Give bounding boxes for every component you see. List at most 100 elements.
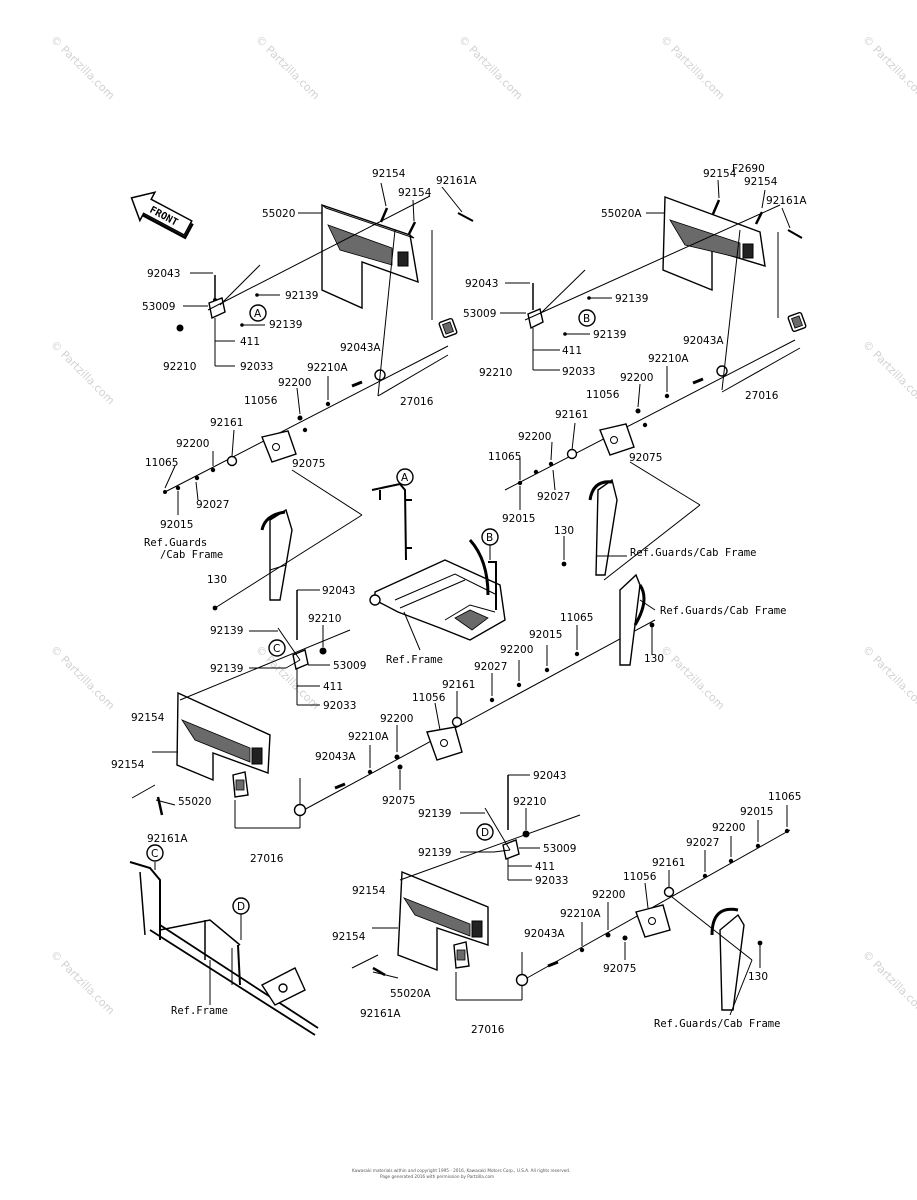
part-label: 92027: [537, 491, 570, 503]
ref-frame-label: Ref.Frame: [171, 1005, 228, 1017]
part-label: 27016: [400, 396, 434, 408]
part-label: 92033: [323, 700, 356, 712]
part-label: 92200: [278, 377, 311, 389]
callout-a: A: [254, 308, 262, 320]
watermark: © Partzilla.com: [253, 643, 322, 712]
part-label: 92200: [380, 713, 413, 725]
labels-top-right: 92154 92154 92161A 55020A 92043 92139 53…: [463, 168, 807, 559]
part-label: 27016: [250, 853, 284, 865]
part-label: 411: [323, 681, 343, 693]
part-label: 55020: [178, 796, 211, 808]
part-label: 92015: [740, 806, 773, 818]
part-label: 92043: [322, 585, 355, 597]
assembly-middle-left: [131, 573, 656, 829]
watermark: © Partzilla.com: [48, 948, 117, 1017]
callout-b: B: [486, 532, 493, 544]
part-label: 92161: [210, 417, 243, 429]
mirror-shading: [402, 897, 471, 937]
part-label: 92043: [465, 278, 498, 290]
part-label: 11056: [586, 389, 620, 401]
callout-a: A: [401, 472, 409, 484]
assembly-bottom-right: [351, 774, 791, 1016]
part-label: 92210A: [307, 362, 348, 374]
labels-middle-left: 92043 92210 92139 53009 92139 411 92033 …: [111, 585, 786, 865]
part-label: 92075: [629, 452, 662, 464]
part-label: 92139: [418, 808, 451, 820]
part-label: 92139: [285, 290, 318, 302]
watermark: © Partzilla.com: [860, 948, 917, 1017]
part-label: 92033: [562, 366, 595, 378]
part-label: 11056: [244, 395, 278, 407]
part-label: 92210A: [648, 353, 689, 365]
part-label: 92043A: [524, 928, 565, 940]
part-label: 92043: [533, 770, 566, 782]
mirror-housing: [176, 691, 271, 782]
part-label: 92015: [529, 629, 562, 641]
part-label: 53009: [543, 843, 576, 855]
mirror-shading: [327, 224, 393, 266]
part-label: 11065: [488, 451, 521, 463]
part-label: 130: [207, 574, 227, 586]
callout-d: D: [237, 901, 245, 913]
part-label: 92200: [500, 644, 533, 656]
assembly-top-left: [163, 182, 474, 611]
part-label: 92154: [703, 168, 737, 180]
part-label: 55020: [262, 208, 295, 220]
watermark: © Partzilla.com: [456, 33, 525, 102]
front-arrow: FRONT: [130, 191, 194, 240]
part-label: 92161: [652, 857, 685, 869]
part-label: 92210A: [348, 731, 389, 743]
part-label: 92161A: [436, 175, 477, 187]
part-label: 92043A: [340, 342, 381, 354]
part-label: 92154: [744, 176, 778, 188]
callout-c: C: [151, 848, 158, 860]
part-label: 92154: [352, 885, 386, 897]
part-label: 92154: [111, 759, 145, 771]
callout-d: D: [481, 827, 489, 839]
part-label: 27016: [745, 390, 779, 402]
part-label: 11065: [768, 791, 801, 803]
part-label: 130: [748, 971, 768, 983]
part-label: 92154: [131, 712, 165, 724]
mirror-shading: [180, 719, 251, 763]
watermark: © Partzilla.com: [48, 338, 117, 407]
center-frame: A B Ref.Frame: [369, 468, 506, 666]
part-label: 92161A: [147, 833, 188, 845]
part-label: 27016: [471, 1024, 505, 1036]
part-label: 92043A: [315, 751, 356, 763]
part-label: 130: [554, 525, 574, 537]
part-label: 92075: [603, 963, 636, 975]
part-label: 53009: [333, 660, 366, 672]
part-label: 92200: [712, 822, 745, 834]
part-label: 55020A: [601, 208, 642, 220]
ref-guards-cab-frame-label: Ref.Guards/Cab Frame: [660, 605, 786, 617]
part-label: 92154: [332, 931, 366, 943]
part-label: 92154: [398, 187, 432, 199]
ref-guards-cab-frame-label: Ref.Guards/Cab Frame: [630, 547, 756, 559]
part-label: 411: [562, 345, 582, 357]
part-label: 92027: [686, 837, 719, 849]
part-label: 92200: [518, 431, 551, 443]
part-label: 92015: [502, 513, 535, 525]
watermark: © Partzilla.com: [658, 33, 727, 102]
bottom-left-frame: C D Ref.Frame: [129, 844, 319, 1036]
part-label: 92161A: [360, 1008, 401, 1020]
watermark: © Partzilla.com: [48, 33, 117, 102]
part-label: 92210: [513, 796, 546, 808]
callout-b: B: [583, 313, 590, 325]
part-label: 92210: [163, 361, 196, 373]
footer-line-2: Page generated 2016 with permission by P…: [380, 1174, 494, 1179]
part-label: 92210: [308, 613, 341, 625]
part-label: 411: [535, 861, 555, 873]
part-label: 92210A: [560, 908, 601, 920]
part-label: 92043: [147, 268, 180, 280]
part-label: 92015: [160, 519, 193, 531]
watermark: © Partzilla.com: [658, 643, 727, 712]
labels-bottom-right: 92043 92210 92139 53009 92139 411 92033 …: [332, 770, 801, 1036]
part-label: 92200: [592, 889, 625, 901]
part-label: 92033: [535, 875, 568, 887]
figure-id: F2690: [732, 163, 765, 175]
part-label: 92200: [176, 438, 209, 450]
part-label: 92139: [418, 847, 451, 859]
watermark: © Partzilla.com: [253, 33, 322, 102]
